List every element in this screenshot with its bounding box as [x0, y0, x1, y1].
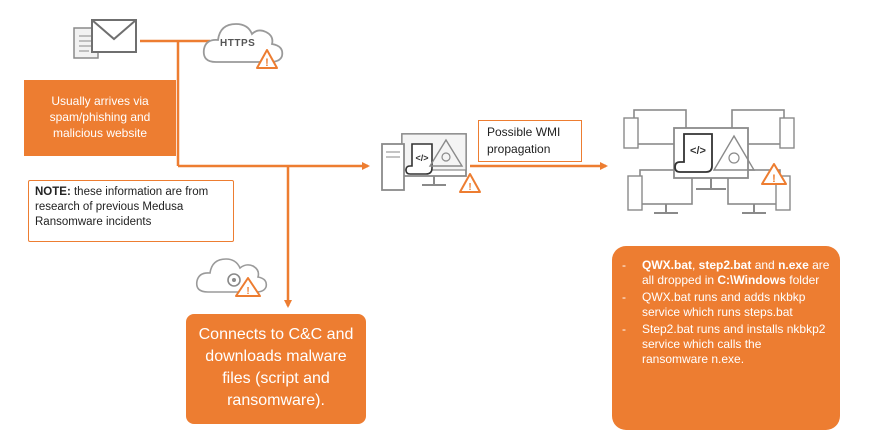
email-description-box: Usually arrives via spam/phishing and ma… — [24, 80, 176, 156]
svg-text:!: ! — [246, 286, 249, 297]
multiple-computers-icon: </> ! — [623, 109, 795, 214]
svg-text:!: ! — [265, 57, 269, 69]
summary-item-step2: Step2.bat runs and installs nkbkp2 servi… — [616, 322, 830, 367]
sep-3: are all dropped in — [642, 258, 830, 287]
svg-text:</>: </> — [415, 153, 428, 163]
wmi-propagation-text: Possible WMI propagation — [487, 125, 561, 156]
note-label: NOTE: — [35, 186, 71, 198]
file-step2: step2.bat — [698, 258, 752, 272]
sep-1: , — [692, 258, 699, 272]
folder-windows: C:\Windows — [717, 273, 786, 287]
note-box: NOTE: these information are from researc… — [28, 180, 234, 242]
warning-icon: ! — [256, 49, 278, 69]
cloud-icon — [202, 23, 284, 63]
note-text: these information are from research of p… — [35, 186, 209, 228]
computer-script-icon: </> ! — [381, 133, 481, 193]
svg-text:</>: </> — [690, 145, 706, 157]
summary-box: QWX.bat, step2.bat and n.exe are all dro… — [612, 246, 840, 430]
envelope-document-icon — [73, 19, 137, 59]
wmi-propagation-box: Possible WMI propagation — [478, 120, 582, 162]
sep-2: and — [751, 258, 779, 272]
summary-item-dropped: QWX.bat, step2.bat and n.exe are all dro… — [616, 258, 830, 288]
email-description-text: Usually arrives via spam/phishing and ma… — [49, 94, 151, 140]
summary-list: QWX.bat, step2.bat and n.exe are all dro… — [616, 258, 830, 367]
file-qwx: QWX.bat — [642, 258, 692, 272]
https-label: HTTPS — [220, 38, 256, 49]
cc-description-text: Connects to C&C and downloads malware fi… — [198, 326, 354, 409]
cloud-settings-icon: ! — [195, 258, 268, 297]
file-nexe: n.exe — [778, 258, 809, 272]
summary-item-qwx: QWX.bat runs and adds nkbkp service whic… — [616, 290, 830, 320]
svg-text:!: ! — [772, 173, 776, 185]
cc-description-box: Connects to C&C and downloads malware fi… — [186, 314, 366, 424]
svg-text:!: ! — [468, 182, 471, 193]
sep-4: folder — [785, 273, 820, 287]
